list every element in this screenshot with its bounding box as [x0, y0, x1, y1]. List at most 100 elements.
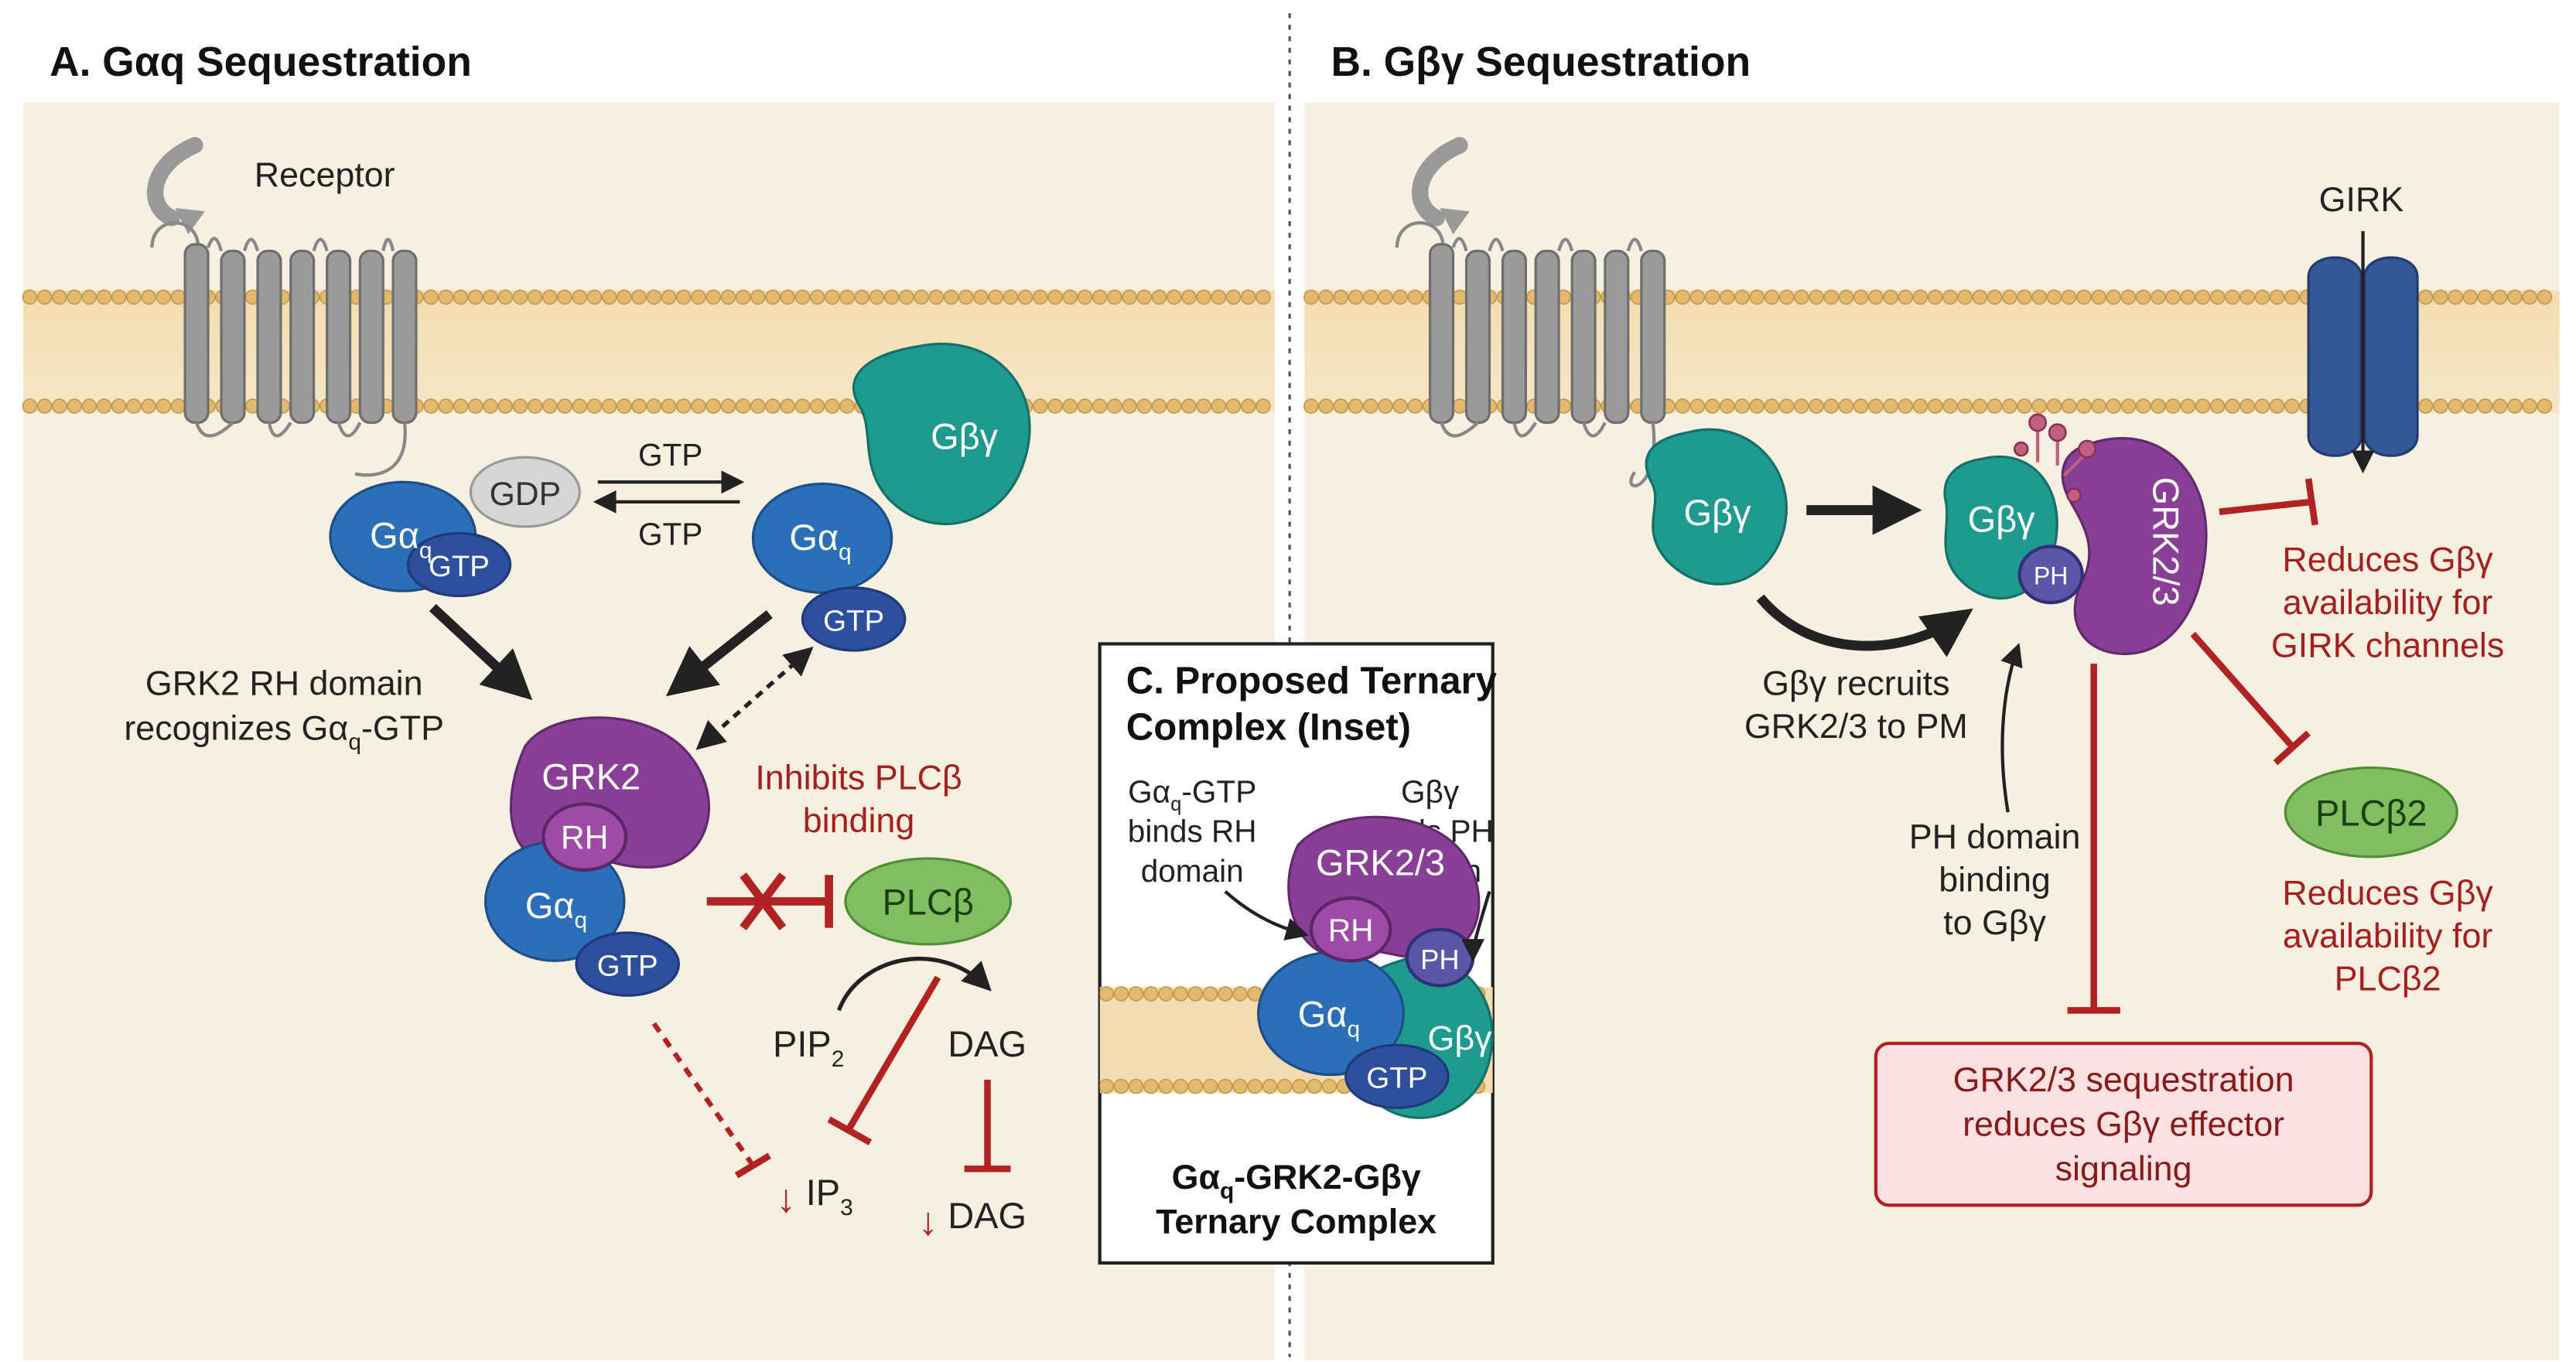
lipid-head: [1838, 398, 1854, 414]
lipid-head: [527, 289, 543, 306]
dag-decrease-arrow: ↓: [918, 1200, 938, 1244]
lipid-head: [691, 289, 706, 306]
lipid-head: [2135, 398, 2151, 414]
inset-caption-line2: Ternary Complex: [1156, 1203, 1437, 1241]
lipid-head: [67, 289, 82, 306]
lipid-head: [1240, 398, 1256, 414]
lipid-head: [1032, 289, 1048, 306]
lipid-head: [557, 398, 572, 414]
receptor-a: [146, 137, 418, 477]
lipid-head: [2269, 289, 2285, 306]
grk2-label: GRK2: [542, 756, 641, 797]
lipid-head: [155, 289, 172, 306]
lipid-head: [1362, 398, 1379, 414]
lipid-head: [1778, 398, 1795, 414]
lipid-head: [1113, 986, 1129, 1002]
lipid-head: [586, 398, 603, 414]
lipid-head: [1407, 398, 1423, 414]
receptor-label: Receptor: [255, 155, 395, 194]
gtp-label-a2: GTP: [823, 604, 884, 637]
lipid-head: [1099, 1078, 1115, 1094]
inhibition-lines: [827, 975, 1011, 1173]
lipid-head: [720, 398, 736, 414]
lipid-head: [750, 398, 766, 414]
lipid-head: [601, 289, 617, 306]
lipid-head: [1017, 289, 1033, 306]
lipid-head: [1987, 398, 2003, 414]
lipid-head: [2106, 398, 2122, 414]
lipid-head: [2076, 398, 2092, 414]
lipid-head: [1333, 289, 1349, 306]
lipid-head: [1122, 398, 1137, 414]
summary-line1: GRK2/3 sequestration: [1953, 1060, 2294, 1099]
girk-channel: [2307, 230, 2419, 474]
gtp-label-a1: GTP: [429, 550, 490, 583]
inset-title-line2: Complex (Inset): [1126, 706, 1411, 748]
lipid-head: [617, 289, 632, 306]
lipid-head: [1675, 398, 1690, 414]
lipid-head: [883, 289, 900, 306]
lipid-head: [2120, 398, 2137, 414]
lipid-head: [1942, 289, 1958, 306]
lipid-head: [2151, 398, 2166, 414]
lipid-head: [423, 289, 439, 306]
lipid-head: [1823, 398, 1840, 414]
lipid-head: [1196, 289, 1211, 306]
lipid-head: [691, 398, 706, 414]
lipid-head: [1202, 986, 1218, 1002]
lipid-head: [646, 289, 662, 306]
lipid-head: [1883, 289, 1898, 306]
lipid-head: [1704, 398, 1720, 414]
lipid-head: [81, 398, 97, 414]
lipid-head: [1898, 398, 1914, 414]
lipid-head: [22, 398, 38, 414]
plcb-enzyme: [844, 857, 1012, 946]
lipid-head: [141, 289, 156, 306]
lipid-head: [1734, 398, 1750, 414]
lipid-head: [2477, 289, 2493, 306]
lipid-head: [1232, 1078, 1248, 1094]
lipid-head: [2284, 289, 2300, 306]
lipid-head: [646, 398, 662, 414]
inset-left-note-line3: domain: [1141, 853, 1244, 889]
lipid-head: [1136, 398, 1153, 414]
lipid-head: [1107, 289, 1122, 306]
gaq-gdp-complex: [329, 456, 581, 598]
lipid-head: [1823, 289, 1840, 306]
grk23-inhibition-lines: [2067, 478, 2318, 1014]
lipid-head: [1392, 398, 1408, 414]
lipid-head: [631, 398, 647, 414]
lipid-head: [988, 289, 1004, 306]
lipid-head: [1749, 398, 1765, 414]
lipid-head: [141, 398, 156, 414]
lipid-head: [1143, 1078, 1159, 1094]
lipid-head: [438, 398, 454, 414]
lipid-head: [1452, 398, 1467, 414]
lipid-head: [1122, 289, 1137, 306]
lipid-head: [2254, 398, 2270, 414]
lipid-head: [705, 398, 721, 414]
lipid-head: [2225, 289, 2240, 306]
inhibit-note-line2: binding: [803, 801, 915, 840]
gby-label-a: Gβγ: [931, 416, 999, 457]
lipid-head: [1211, 289, 1227, 306]
lipid-head: [1452, 289, 1467, 306]
lipid-head: [572, 398, 588, 414]
lipid-head: [2061, 398, 2077, 414]
lipid-head: [2239, 289, 2255, 306]
lipid-head: [52, 398, 67, 414]
ip3-decrease-arrow: ↓: [776, 1176, 796, 1220]
ip3-label: IP3: [806, 1172, 853, 1220]
inset-gby-label: Gβγ: [1427, 1019, 1492, 1058]
lipid-head: [2225, 398, 2240, 414]
lipid-head: [2165, 398, 2181, 414]
lipid-head: [2001, 398, 2017, 414]
lipid-head: [1128, 986, 1144, 1002]
lipid-head: [1719, 289, 1735, 306]
lipid-head: [705, 289, 721, 306]
lipid-head: [2269, 398, 2285, 414]
lipid-head: [497, 289, 514, 306]
lipid-head: [1675, 289, 1690, 306]
lipid-head: [2462, 289, 2479, 306]
lipid-head: [2284, 398, 2300, 414]
